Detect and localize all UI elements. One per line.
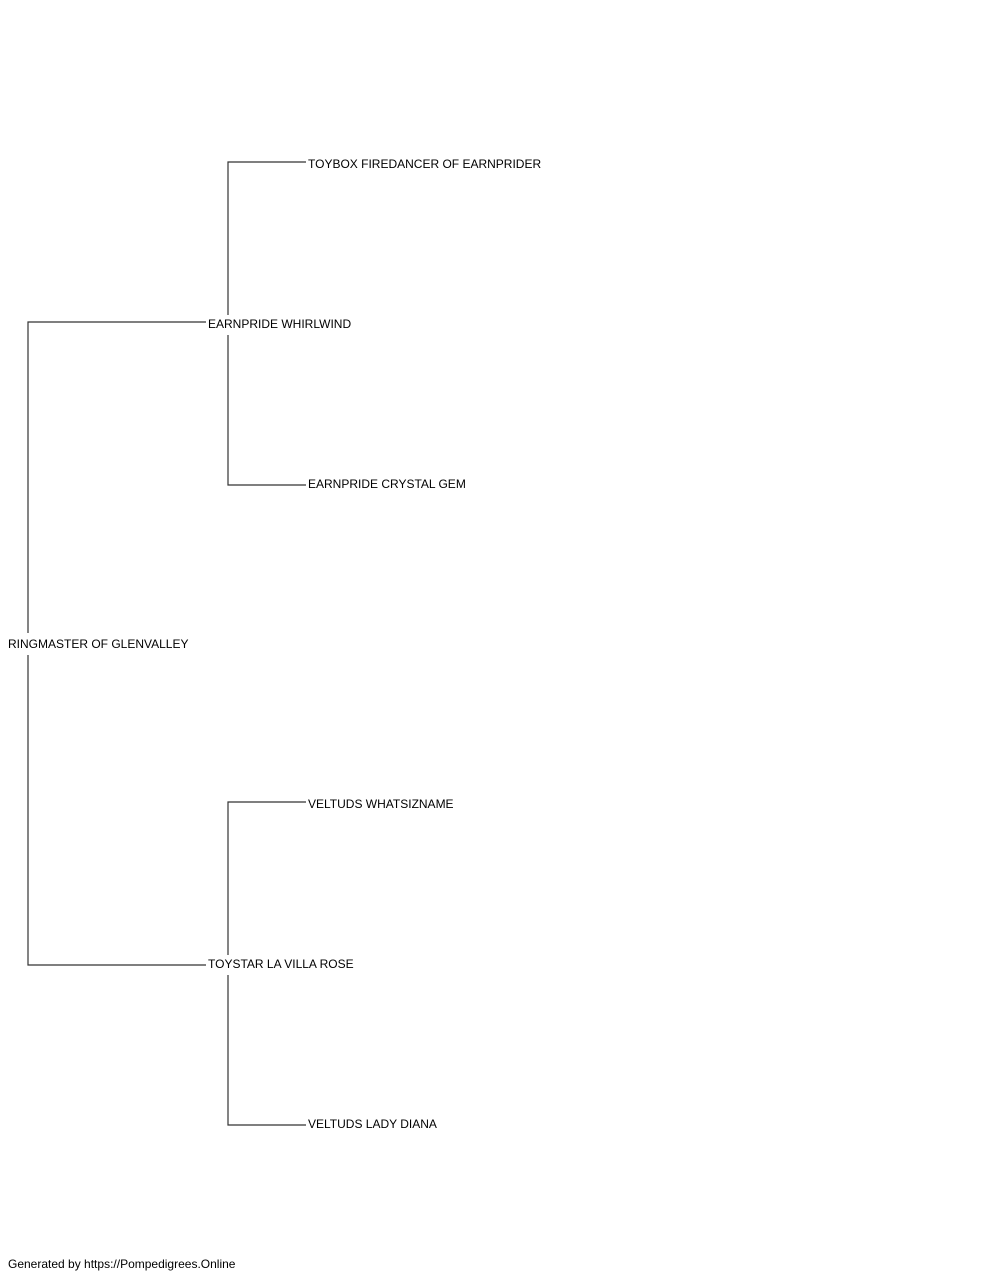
connector-dam-dam xyxy=(227,975,306,1126)
generated-by-footer: Generated by https://Pompedigrees.Online xyxy=(8,1257,236,1271)
connector-sire-dam xyxy=(227,335,306,486)
pedigree-node-dam-dam[interactable]: VELTUDS LADY DIANA xyxy=(308,1117,437,1131)
connector-subject-sire xyxy=(27,321,206,633)
connector-sire-sire xyxy=(227,161,306,315)
pedigree-node-dam[interactable]: TOYSTAR LA VILLA ROSE xyxy=(208,957,354,971)
pedigree-node-sire[interactable]: EARNPRIDE WHIRLWIND xyxy=(208,317,352,331)
pedigree-node-sire-dam[interactable]: EARNPRIDE CRYSTAL GEM xyxy=(308,477,466,491)
pedigree-node-sire-sire[interactable]: TOYBOX FIREDANCER OF EARNPRIDER xyxy=(308,157,542,171)
pedigree-node-dam-sire[interactable]: VELTUDS WHATSIZNAME xyxy=(308,797,454,811)
connector-subject-dam xyxy=(27,655,206,966)
connector-dam-sire xyxy=(227,801,306,955)
pedigree-node-subject[interactable]: RINGMASTER OF GLENVALLEY xyxy=(8,637,189,651)
